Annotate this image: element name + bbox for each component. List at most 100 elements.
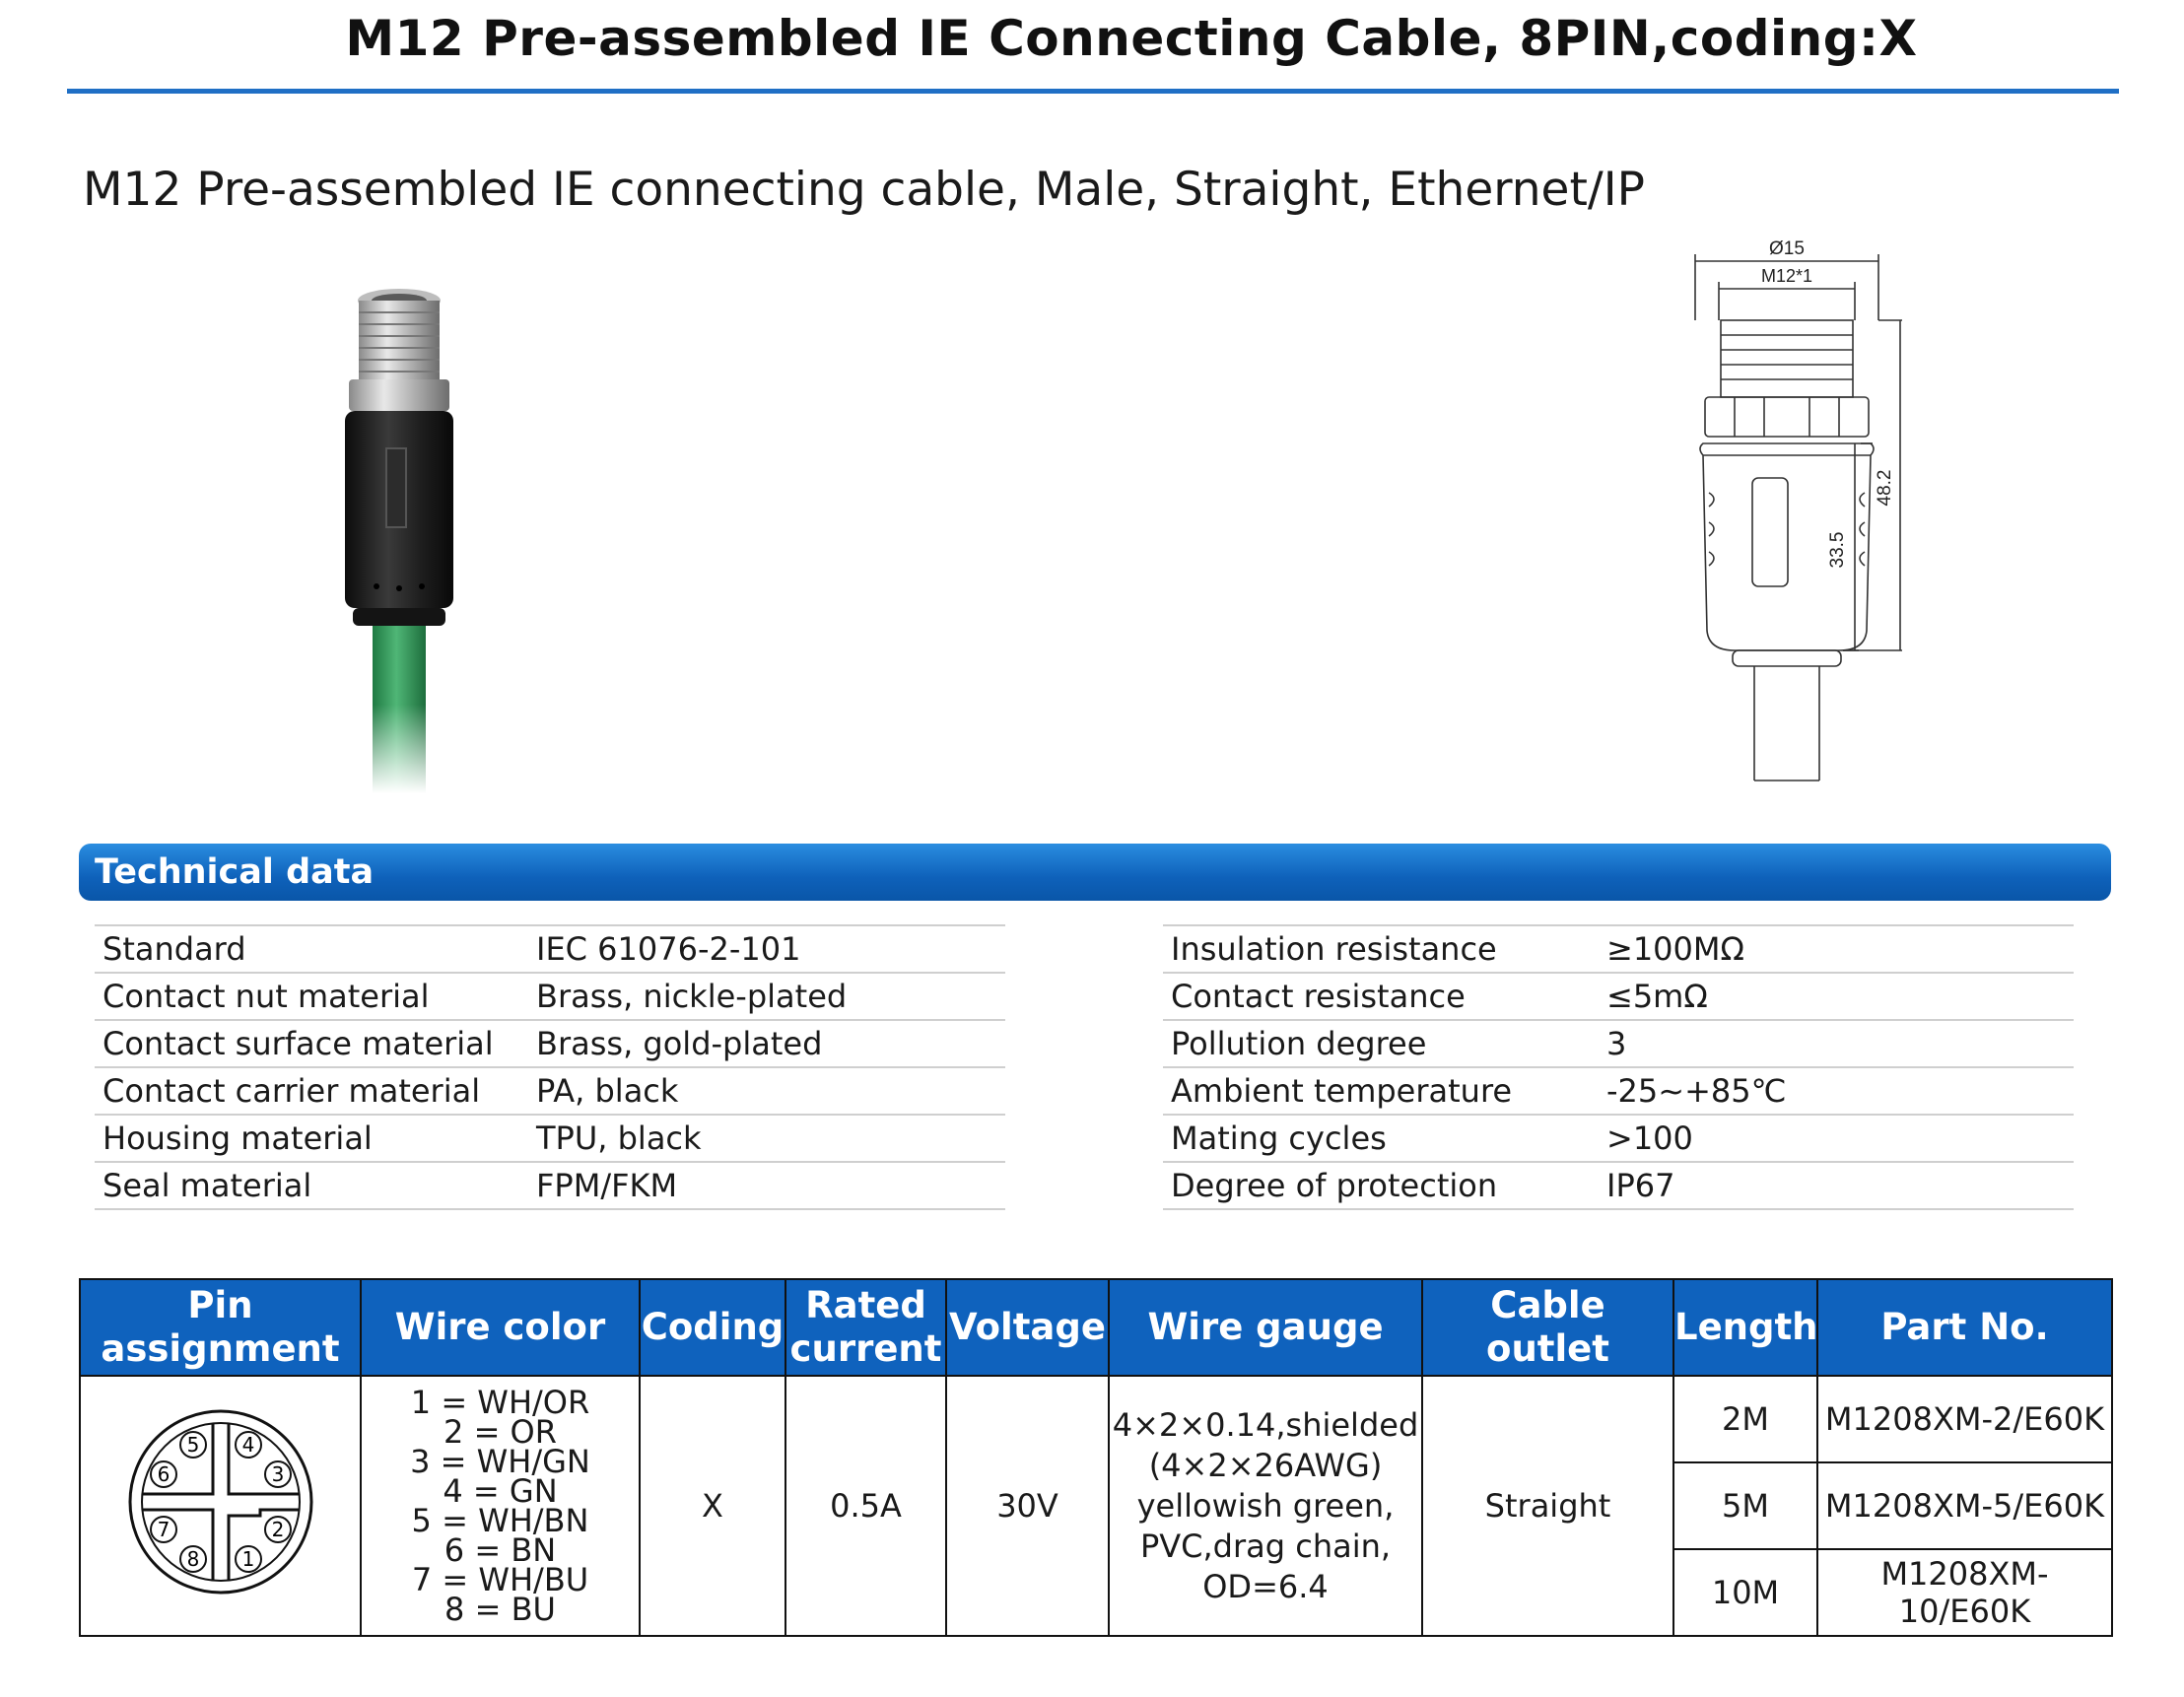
section-title: Technical data xyxy=(95,852,375,892)
header-pin-assignment: Pin assignment xyxy=(79,1278,362,1377)
header-rated-current: Rated current xyxy=(785,1278,947,1377)
pin-number: 2 xyxy=(271,1518,284,1541)
pin-marker xyxy=(234,1431,262,1459)
wire-gauge-line: yellowish green, xyxy=(1136,1486,1395,1525)
spec-label: Pollution degree xyxy=(1163,1020,1599,1068)
pin-marker xyxy=(178,1431,207,1459)
ordering-table: Pin assignment Wire color Coding Rated c… xyxy=(79,1278,2113,1637)
wire-color-item: 5 = WH/BN xyxy=(411,1502,589,1539)
spec-value: 3 xyxy=(1599,1020,2074,1068)
header-voltage: Voltage xyxy=(945,1278,1110,1377)
pin-marker xyxy=(263,1460,292,1488)
wire-color-item: 3 = WH/GN xyxy=(410,1443,590,1480)
header-coding: Coding xyxy=(639,1278,786,1377)
spec-label: Standard xyxy=(95,924,528,974)
part-number-cell: M1208XM-2/E60K xyxy=(1816,1375,2113,1463)
header-cable-outlet: Cable outlet xyxy=(1421,1278,1674,1377)
spec-label: Contact carrier material xyxy=(95,1067,528,1116)
length-cell: 10M xyxy=(1672,1548,1818,1637)
voltage-cell: 30V xyxy=(945,1375,1110,1637)
header-part-no: Part No. xyxy=(1816,1278,2113,1377)
diameter-label: Ø15 xyxy=(1769,238,1805,259)
wire-color-item: 6 = BN xyxy=(444,1531,557,1569)
thread-label: M12*1 xyxy=(1761,266,1812,286)
spec-label: Housing material xyxy=(95,1115,528,1163)
spec-value: Brass, gold-plated xyxy=(528,1020,1005,1068)
pin-number: 5 xyxy=(186,1433,199,1457)
table-row: 10M M1208XM-10/E60K xyxy=(80,1548,2113,1637)
pin-marker xyxy=(149,1460,177,1488)
spec-row: Contact resistance≤5mΩ xyxy=(1163,973,2074,1021)
wire-gauge-cell: 4×2×0.14,shielded(4×2×26AWG)yellowish gr… xyxy=(1108,1375,1423,1637)
spec-value: FPM/FKM xyxy=(528,1162,1005,1210)
header-rated-current-line2: current xyxy=(789,1327,942,1370)
spec-label: Contact resistance xyxy=(1163,973,1599,1021)
body-length-label: 33.5 xyxy=(1827,532,1848,569)
spec-label: Mating cycles xyxy=(1163,1115,1599,1163)
spec-value: IP67 xyxy=(1599,1162,2074,1210)
section-header-technical-data: Technical data xyxy=(79,844,2111,901)
pin-marker xyxy=(149,1516,177,1543)
current-cell: 0.5A xyxy=(785,1375,947,1637)
pin-marker xyxy=(234,1545,262,1573)
pin-layout-diagram: 12 34 56 78 xyxy=(128,1409,312,1595)
header-length: Length xyxy=(1672,1278,1818,1377)
dimension-drawing: Ø15 M12*1 33.5 48.2 xyxy=(1694,238,1902,781)
spec-value: >100 xyxy=(1599,1115,2074,1163)
header-rated-current-line1: Rated xyxy=(805,1284,926,1326)
title-underline xyxy=(67,89,2119,94)
pin-number: 4 xyxy=(241,1433,254,1457)
pin-number: 3 xyxy=(271,1462,284,1486)
wire-color-item: 7 = WH/BU xyxy=(411,1561,589,1598)
wire-color-item: 8 = BU xyxy=(444,1591,556,1628)
spec-value: PA, black xyxy=(528,1067,1005,1116)
spec-value: IEC 61076-2-101 xyxy=(528,924,1005,974)
wire-color-item: 1 = WH/OR xyxy=(410,1384,590,1421)
length-cell: 2M xyxy=(1672,1375,1818,1463)
pin-marker xyxy=(263,1516,292,1543)
part-number-cell: M1208XM-10/E60K xyxy=(1816,1548,2113,1637)
spec-value: Brass, nickle-plated xyxy=(528,973,1005,1021)
spec-label: Contact surface material xyxy=(95,1020,528,1068)
pin-number: 7 xyxy=(157,1518,170,1541)
length-cell: 5M xyxy=(1672,1461,1818,1550)
table-row: 5M M1208XM-5/E60K xyxy=(80,1461,2113,1550)
wire-gauge-line: (4×2×26AWG) xyxy=(1148,1446,1383,1484)
cable-outlet-cell: Straight xyxy=(1421,1375,1674,1637)
spec-label: Seal material xyxy=(95,1162,528,1210)
pin-number: 1 xyxy=(241,1547,254,1571)
spec-row: Ambient temperature-25~+85℃ xyxy=(1163,1067,2074,1116)
spec-row: Insulation resistance≥100MΩ xyxy=(1163,924,2074,974)
total-length-label: 48.2 xyxy=(1875,470,1895,507)
wire-gauge-line: 4×2×0.14,shielded xyxy=(1112,1405,1419,1444)
pin-number: 6 xyxy=(157,1462,170,1486)
spec-label: Degree of protection xyxy=(1163,1162,1599,1210)
header-wire-color: Wire color xyxy=(360,1278,641,1377)
header-wire-gauge: Wire gauge xyxy=(1108,1278,1423,1377)
spec-row: Mating cycles>100 xyxy=(1163,1115,2074,1163)
wire-color-item: 2 = OR xyxy=(444,1413,557,1451)
spec-label: Contact nut material xyxy=(95,973,528,1021)
coding-cell: X xyxy=(639,1375,786,1637)
spec-value: -25~+85℃ xyxy=(1599,1067,2074,1116)
wire-color-item: 4 = GN xyxy=(443,1472,558,1510)
wire-gauge-line: PVC,drag chain, xyxy=(1139,1527,1392,1565)
page-title: M12 Pre-assembled IE Connecting Cable, 8… xyxy=(345,10,1918,67)
part-number-cell: M1208XM-5/E60K xyxy=(1816,1461,2113,1550)
spec-value: TPU, black xyxy=(528,1115,1005,1163)
pin-number: 8 xyxy=(186,1547,199,1571)
connector-photo xyxy=(345,289,453,793)
wire-gauge-line: OD=6.4 xyxy=(1202,1567,1329,1605)
